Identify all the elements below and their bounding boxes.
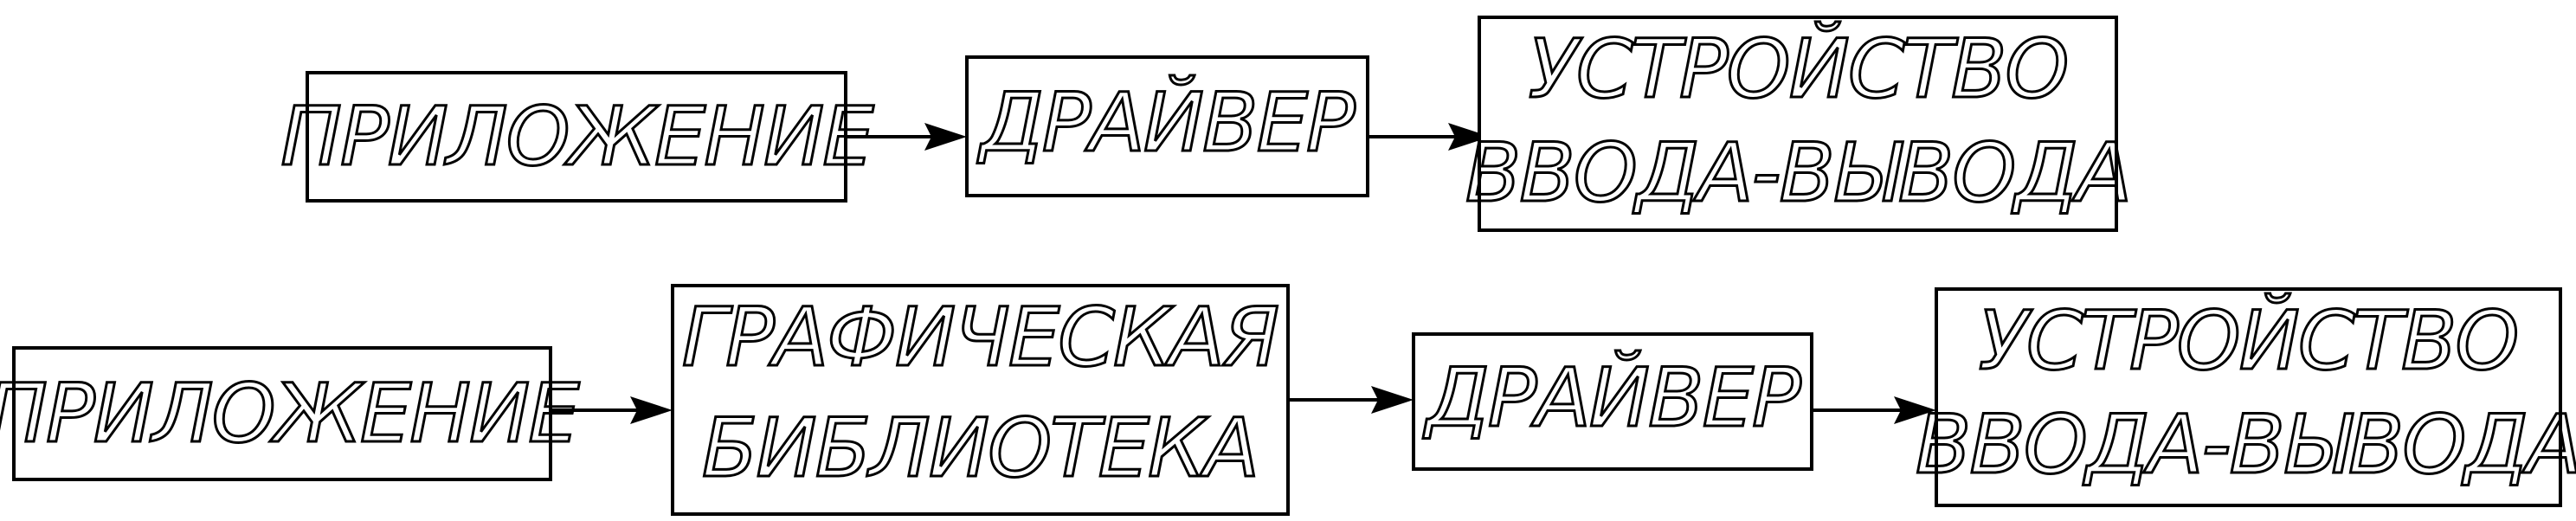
row2-device-box: УСТРОЙСТВО ВВОДА-ВЫВОДА [1914, 287, 2576, 507]
row1-app-box: ПРИЛОЖЕНИЕ [280, 71, 878, 203]
row1-device-box: УСТРОЙСТВО ВВОДА-ВЫВОДА [1464, 16, 2134, 232]
row1-arrow-driver-to-device [1368, 123, 1491, 151]
row2-arrow-app-to-library [551, 396, 673, 424]
row2-arrow-library-to-driver [1288, 386, 1414, 414]
row2-graphics-library-label-line1: ГРАФИЧЕСКАЯ [682, 291, 1278, 385]
row2-arrow-driver-to-device [1812, 396, 1936, 424]
row2-driver-label: ДРАЙВЕР [1422, 350, 1801, 446]
row1-driver-label: ДРАЙВЕР [976, 74, 1356, 170]
row1: ПРИЛОЖЕНИЕ ДРАЙВЕР УСТРОЙСТВО ВВОДА-ВЫВО… [280, 16, 2134, 232]
row1-driver-box: ДРАЙВЕР [965, 55, 1369, 197]
row2-app-label: ПРИЛОЖЕНИЕ [0, 367, 580, 461]
row2: ПРИЛОЖЕНИЕ ГРАФИЧЕСКАЯ БИБЛИОТЕКА ДРАЙВЕ… [0, 284, 2576, 516]
row2-graphics-library-label-line2: БИБЛИОТЕКА [702, 402, 1258, 496]
row1-device-label-line2: ВВОДА-ВЫВОДА [1465, 126, 2130, 221]
row2-device-label-line2: ВВОДА-ВЫВОДА [1916, 398, 2576, 492]
row1-device-label-line1: УСТРОЙСТВО [1529, 21, 2068, 117]
row2-driver-box: ДРАЙВЕР [1412, 332, 1813, 471]
row1-arrow-app-to-driver [846, 123, 967, 151]
row2-device-label-line1: УСТРОЙСТВО [1979, 293, 2518, 389]
row2-graphics-library-box: ГРАФИЧЕСКАЯ БИБЛИОТЕКА [671, 284, 1290, 516]
row2-app-box: ПРИЛОЖЕНИЕ [0, 346, 583, 481]
row1-app-label: ПРИЛОЖЕНИЕ [280, 90, 874, 184]
